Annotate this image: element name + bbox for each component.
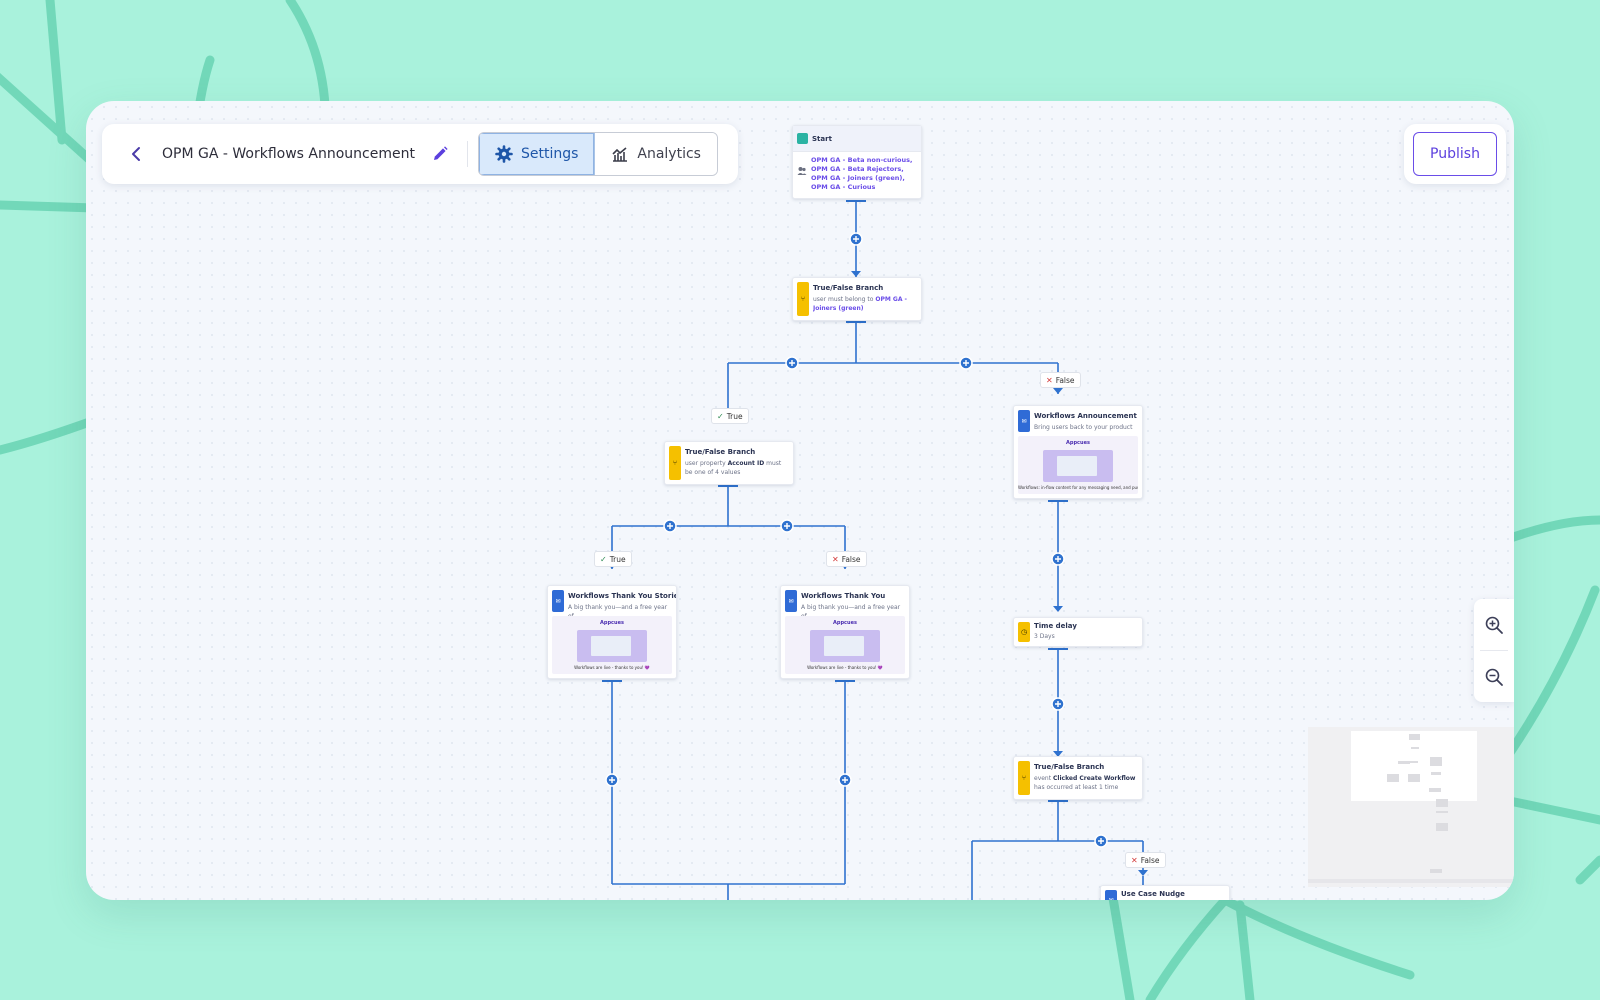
publish-container: Publish: [1404, 124, 1506, 184]
edit-title-button[interactable]: [431, 143, 453, 165]
false-label: ✕False: [826, 551, 867, 567]
delay-node[interactable]: ◷ Time delay 3 Days: [1013, 617, 1143, 647]
email-node-announcement[interactable]: ✉ Workflows Announcement Bring users bac…: [1013, 405, 1143, 499]
branch-condition: user must belong to OPM GA - Joiners (gr…: [813, 296, 908, 312]
back-button[interactable]: [126, 140, 146, 168]
check-icon: ✓: [717, 411, 724, 421]
start-title: Start: [812, 134, 832, 143]
email-caption: Workflows are live - thanks to you! 💜: [574, 665, 650, 670]
tab-analytics-label: Analytics: [637, 146, 701, 162]
zoom-out-button[interactable]: [1474, 651, 1514, 702]
email-icon: ✉: [1018, 410, 1030, 432]
zoom-controls: [1474, 599, 1514, 702]
branch-condition: event Clicked Create Workflow has occurr…: [1034, 775, 1136, 791]
start-node[interactable]: Start OPM GA - Beta non-curious, OPM GA …: [792, 125, 922, 199]
workflow-diagram: [602, 200, 1148, 900]
email-thumbnail: Appcues Workflows: in-flow content for a…: [1018, 436, 1138, 494]
email-icon: ✉: [785, 590, 797, 612]
x-icon: ✕: [1046, 375, 1053, 385]
branch-icon: ⑂: [797, 282, 809, 316]
email-caption: Workflows are live - thanks to you! 💜: [807, 665, 883, 670]
start-icon: [797, 133, 808, 144]
users-icon: [797, 167, 807, 175]
minimap[interactable]: [1308, 727, 1514, 887]
gear-icon: [495, 145, 513, 163]
minimap-preview: [1308, 731, 1514, 883]
appcues-logo: Appcues: [1066, 440, 1090, 446]
email-title: Use Case Nudge: [1121, 890, 1185, 898]
email-node-nudge[interactable]: ✉ Use Case Nudge: [1100, 885, 1230, 900]
zoom-in-button[interactable]: [1474, 599, 1514, 650]
workflow-toolbar: OPM GA - Workflows Announcement Settings…: [102, 124, 738, 184]
email-title: Workflows Thank You Stories: [568, 592, 676, 600]
email-node-thankyou[interactable]: ✉ Workflows Thank You A big thank you—an…: [780, 585, 910, 679]
zoom-out-icon: [1485, 668, 1503, 686]
email-title: Workflows Announcement: [1034, 412, 1137, 420]
pencil-icon: [433, 146, 448, 160]
zoom-in-icon: [1485, 616, 1503, 634]
clock-icon: ◷: [1018, 622, 1030, 642]
branch-title: True/False Branch: [1034, 763, 1105, 771]
check-icon: ✓: [600, 554, 607, 564]
workflow-title: OPM GA - Workflows Announcement: [162, 146, 415, 162]
delay-title: Time delay: [1034, 622, 1077, 630]
view-tabs: Settings Analytics: [477, 132, 718, 176]
email-node-stories[interactable]: ✉ Workflows Thank You Stories A big than…: [547, 585, 677, 679]
appcues-logo: Appcues: [833, 620, 857, 626]
email-icon: ✉: [552, 590, 564, 612]
branch-title: True/False Branch: [685, 448, 756, 456]
branch-node-account[interactable]: ⑂ True/False Branch user property Accoun…: [664, 441, 794, 485]
tab-settings-label: Settings: [520, 146, 579, 162]
email-caption: Workflows: in-flow content for any messa…: [1018, 485, 1138, 490]
branch-condition: user property Account ID must be one of …: [685, 460, 782, 476]
appcues-logo: Appcues: [600, 620, 624, 626]
true-label: ✓True: [594, 551, 632, 567]
false-label: ✕False: [1125, 852, 1166, 868]
chart-icon: [612, 147, 628, 162]
chevron-left-icon: [132, 147, 140, 161]
tab-settings[interactable]: Settings: [478, 133, 596, 175]
start-segments: OPM GA - Beta non-curious, OPM GA - Beta…: [811, 156, 913, 191]
branch-node-joiners[interactable]: ⑂ True/False Branch user must belong to …: [792, 277, 922, 321]
tab-analytics[interactable]: Analytics: [595, 133, 717, 175]
workflow-canvas[interactable]: Start OPM GA - Beta non-curious, OPM GA …: [86, 101, 1514, 900]
email-title: Workflows Thank You: [801, 592, 886, 600]
delay-duration: 3 Days: [1034, 633, 1055, 640]
email-icon: ✉: [1105, 890, 1117, 900]
branch-icon: ⑂: [669, 446, 681, 480]
true-label: ✓True: [711, 408, 749, 424]
branch-icon: ⑂: [1018, 761, 1030, 795]
email-thumbnail: Appcues Workflows are live - thanks to y…: [785, 616, 905, 674]
x-icon: ✕: [1131, 855, 1138, 865]
false-label: ✕False: [1040, 372, 1081, 388]
email-thumbnail: Appcues Workflows are live - thanks to y…: [552, 616, 672, 674]
divider: [466, 141, 468, 167]
x-icon: ✕: [832, 554, 839, 564]
publish-button[interactable]: Publish: [1413, 132, 1497, 176]
branch-title: True/False Branch: [813, 284, 884, 292]
branch-node-event[interactable]: ⑂ True/False Branch event Clicked Create…: [1013, 756, 1143, 800]
